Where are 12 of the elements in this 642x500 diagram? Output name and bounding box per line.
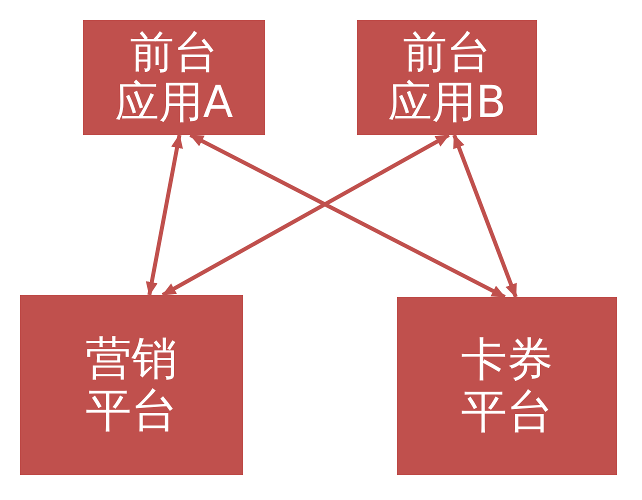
box-label: 卡券平台: [460, 334, 554, 438]
double-arrow: [162, 133, 450, 297]
process-box: [83, 20, 265, 135]
process-box: [357, 20, 537, 135]
process-box: [20, 295, 243, 475]
double-arrow: [189, 133, 506, 299]
box-label: 前台应用A: [114, 28, 234, 127]
process-box: [397, 297, 617, 475]
box-label: 营销平台: [84, 333, 178, 437]
double-arrow: [452, 134, 518, 298]
double-arrow: [146, 134, 183, 296]
box-label: 前台应用B: [386, 28, 508, 127]
